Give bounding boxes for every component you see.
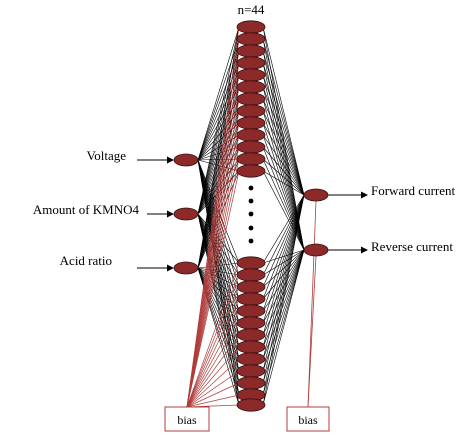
hidden-neuron bbox=[236, 292, 266, 306]
input-neuron bbox=[173, 153, 199, 167]
hidden-neuron bbox=[236, 152, 266, 166]
hidden-bias-label: bias bbox=[298, 413, 318, 427]
hidden-neuron bbox=[236, 20, 266, 34]
ellipsis-dot bbox=[248, 185, 254, 191]
output-neuron bbox=[303, 188, 329, 202]
hidden-neuron bbox=[236, 268, 266, 282]
ellipsis-dot bbox=[248, 225, 254, 231]
input-neuron bbox=[173, 207, 199, 221]
ellipsis-dot bbox=[248, 211, 254, 217]
neurons bbox=[173, 20, 329, 412]
hidden-neuron bbox=[236, 56, 266, 70]
ellipsis-dots bbox=[248, 185, 254, 244]
hidden-neuron bbox=[236, 364, 266, 378]
hidden-neuron bbox=[236, 164, 266, 178]
hidden-neuron bbox=[236, 128, 266, 142]
hidden-neuron bbox=[236, 280, 266, 294]
input-label-kmno4: Amount of KMNO4 bbox=[33, 202, 140, 217]
input-label-voltage: Voltage bbox=[87, 148, 127, 163]
output-label-reverse-current: Reverse current bbox=[371, 239, 453, 254]
input-bias-label: bias bbox=[177, 413, 197, 427]
input-bias-box bbox=[164, 406, 210, 432]
hidden-neuron bbox=[236, 80, 266, 94]
hidden-neuron bbox=[236, 44, 266, 58]
hidden-neuron bbox=[236, 92, 266, 106]
input-neuron bbox=[173, 261, 199, 275]
hidden-neuron bbox=[236, 32, 266, 46]
hidden-neuron bbox=[236, 328, 266, 342]
hidden-neuron bbox=[236, 68, 266, 82]
hidden-neuron bbox=[236, 352, 266, 366]
hidden-bias-box bbox=[286, 406, 330, 432]
input-label-acid-ratio: Acid ratio bbox=[60, 253, 112, 268]
hidden-layer-size-label: n=44 bbox=[238, 2, 265, 17]
hidden-neuron bbox=[236, 116, 266, 130]
io-arrows bbox=[137, 156, 368, 272]
hidden-neuron bbox=[236, 398, 266, 412]
hidden-neuron bbox=[236, 304, 266, 318]
hidden-neuron bbox=[236, 316, 266, 330]
hidden-neuron bbox=[236, 140, 266, 154]
hidden-neuron bbox=[236, 376, 266, 390]
ellipsis-dot bbox=[248, 198, 254, 204]
bias-lines bbox=[186, 26, 317, 408]
output-neuron bbox=[303, 243, 329, 257]
ellipsis-dot bbox=[248, 238, 254, 244]
hidden-neuron bbox=[236, 340, 266, 354]
hidden-neuron bbox=[236, 104, 266, 118]
hidden-neuron bbox=[236, 256, 266, 270]
output-label-forward-current: Forward current bbox=[371, 183, 455, 198]
